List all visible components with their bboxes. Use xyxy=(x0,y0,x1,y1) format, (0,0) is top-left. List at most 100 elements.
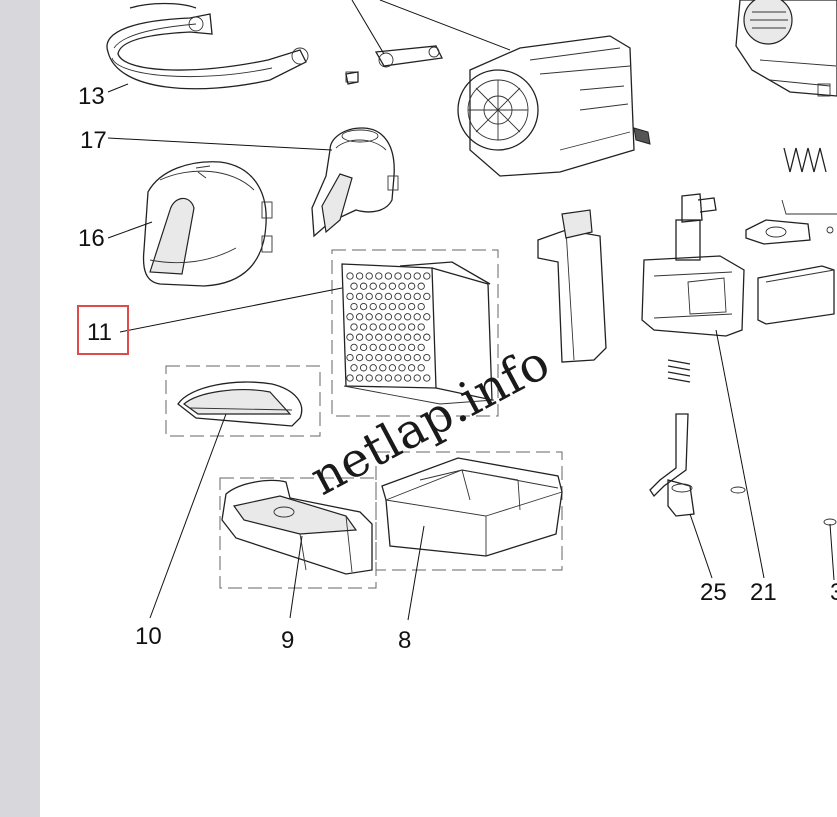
grid-hole xyxy=(413,272,421,280)
grid-hole xyxy=(355,272,364,280)
label-9: 9 xyxy=(281,627,294,654)
grid-hole xyxy=(423,292,431,301)
grid-hole xyxy=(379,302,387,311)
part-17-cap xyxy=(311,127,399,238)
part-25-pipe xyxy=(649,413,746,517)
label-3: 3 xyxy=(830,579,837,606)
grid-hole xyxy=(350,364,358,372)
grid-hole xyxy=(394,353,402,362)
grid-hole xyxy=(346,374,354,382)
grid-hole xyxy=(375,272,383,280)
grid-hole xyxy=(355,292,364,301)
grid-hole xyxy=(346,313,354,321)
grid-hole xyxy=(403,292,412,301)
grid-hole xyxy=(407,323,416,331)
part-8-tray-box xyxy=(375,451,563,571)
grid-hole xyxy=(379,343,387,352)
grid-hole xyxy=(423,313,431,321)
grid-hole xyxy=(417,364,425,372)
grid-hole xyxy=(369,282,377,290)
grid-hole xyxy=(359,364,368,372)
grid-hole xyxy=(350,302,358,311)
grid-hole xyxy=(384,272,393,280)
grid-hole xyxy=(350,323,358,331)
grid-hole xyxy=(365,333,373,341)
grid-hole xyxy=(379,282,387,290)
tall-bracket xyxy=(537,209,607,363)
grid-hole xyxy=(413,313,421,321)
grid-hole xyxy=(423,374,431,382)
grid-hole xyxy=(375,374,383,382)
grid-hole xyxy=(413,374,421,382)
grid-hole xyxy=(375,292,383,301)
heating-coil xyxy=(781,147,837,215)
grid-hole xyxy=(423,353,431,362)
leader-21 xyxy=(715,329,765,579)
grid-hole xyxy=(394,272,402,280)
grid-hole xyxy=(346,292,354,301)
grid-hole xyxy=(407,282,416,290)
grid-hole xyxy=(369,323,377,331)
grid-hole xyxy=(384,313,393,321)
highlight-box-11 xyxy=(77,305,129,355)
part-16-cover xyxy=(142,161,273,287)
label-13: 13 xyxy=(78,83,105,110)
grid-hole xyxy=(359,302,368,311)
grid-hole xyxy=(355,353,364,362)
grid-hole xyxy=(384,292,393,301)
grid-hole xyxy=(403,313,412,321)
grid-hole xyxy=(369,364,377,372)
pin-part xyxy=(345,0,443,83)
grid-hole xyxy=(403,353,412,362)
grid-hole xyxy=(394,292,402,301)
leader-8 xyxy=(407,525,425,621)
clip-plate xyxy=(745,219,834,245)
grid-hole xyxy=(423,272,431,280)
grid-hole xyxy=(398,323,406,331)
grid-hole xyxy=(417,343,425,352)
grid-hole xyxy=(355,374,364,382)
grid-hole xyxy=(403,333,412,341)
grid-hole xyxy=(350,343,358,352)
grid-hole xyxy=(413,353,421,362)
grid-hole xyxy=(398,364,406,372)
grid-hole xyxy=(379,364,387,372)
grid-hole xyxy=(375,353,383,362)
grid-hole xyxy=(365,292,373,301)
grid-holes xyxy=(346,272,431,382)
grid-hole xyxy=(417,302,425,311)
part-13-handle xyxy=(106,2,309,90)
grid-hole xyxy=(359,323,368,331)
grid-hole xyxy=(365,313,373,321)
label-17: 17 xyxy=(80,127,107,154)
grid-hole xyxy=(388,282,397,290)
grid-hole xyxy=(365,353,373,362)
leader-9 xyxy=(289,535,303,619)
pump xyxy=(641,193,745,337)
grid-hole xyxy=(417,282,425,290)
grid-hole xyxy=(355,333,364,341)
label-11: 11 xyxy=(87,319,112,346)
label-21: 21 xyxy=(750,579,777,606)
part-9-cup-support xyxy=(219,477,377,589)
grid-hole xyxy=(384,333,393,341)
leader-11 xyxy=(119,287,343,333)
label-10: 10 xyxy=(135,623,162,650)
leader-25 xyxy=(689,513,713,579)
grid-hole xyxy=(346,333,354,341)
grid-hole xyxy=(403,272,412,280)
label-16: 16 xyxy=(78,225,105,252)
grid-hole xyxy=(413,292,421,301)
grid-hole xyxy=(413,333,421,341)
grid-hole xyxy=(394,333,402,341)
part-10-drip-grid xyxy=(165,365,321,437)
grid-hole xyxy=(350,282,358,290)
grid-hole xyxy=(365,272,373,280)
label-25: 25 xyxy=(700,579,727,606)
left-gray-strip xyxy=(0,0,40,817)
grid-hole xyxy=(388,302,397,311)
grid-hole xyxy=(394,313,402,321)
brewing-unit-housing xyxy=(379,0,651,177)
leader-16 xyxy=(107,221,153,239)
